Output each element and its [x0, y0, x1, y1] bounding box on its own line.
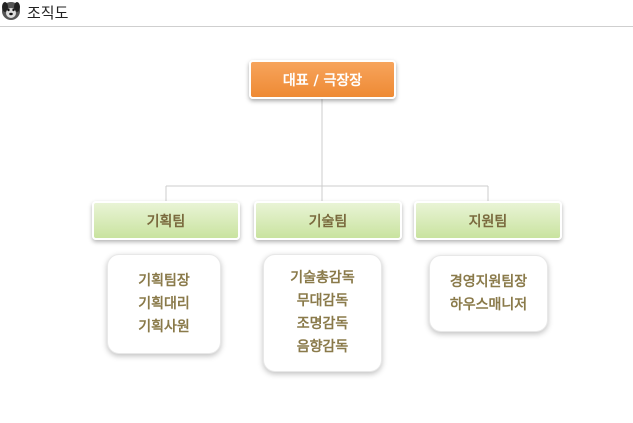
member-label: 무대감독	[296, 293, 349, 309]
members-box-technical: 기술총감독 무대감독 조명감독 음향감독	[263, 254, 382, 372]
member-label: 기획사원	[138, 318, 190, 335]
root-node-ceo: 대표 / 극장장	[249, 60, 396, 99]
members-box-planning: 기획팀장 기획대리 기획사원	[107, 254, 221, 354]
member-label: 기획대리	[138, 295, 190, 312]
member-label: 경영지원팀장	[449, 273, 528, 290]
team-node-support: 지원팀	[414, 201, 562, 240]
member-label: 조명감독	[296, 316, 349, 332]
dog-avatar-icon	[2, 2, 20, 20]
page-header: 조직도	[0, 0, 633, 27]
member-label: 기획팀장	[138, 272, 190, 289]
member-label: 음향감독	[296, 339, 349, 355]
team-node-planning: 기획팀	[92, 201, 240, 240]
members-box-support: 경영지원팀장 하우스매니저	[429, 255, 548, 332]
member-label: 기술총감독	[290, 270, 355, 286]
member-label: 하우스매니저	[449, 296, 528, 313]
page-title: 조직도	[27, 4, 69, 22]
team-node-technical: 기술팀	[254, 201, 402, 240]
